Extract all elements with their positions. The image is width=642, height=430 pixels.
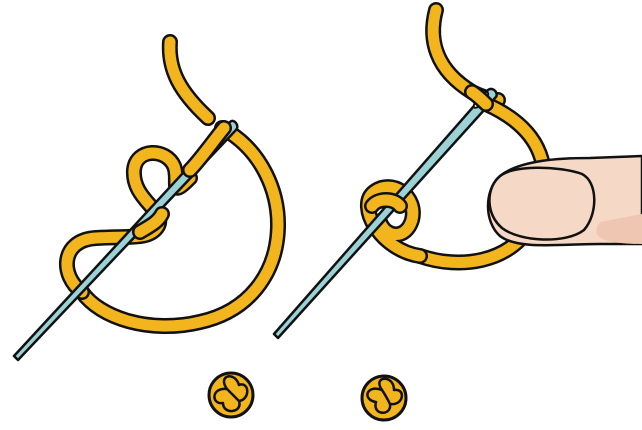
step-2-panel [274, 10, 642, 420]
french-knot-icon [209, 373, 253, 417]
finger-icon [488, 156, 642, 245]
step-1-panel [14, 42, 278, 417]
french-knot-icon [362, 376, 406, 420]
sewing-needle-icon [274, 89, 497, 338]
